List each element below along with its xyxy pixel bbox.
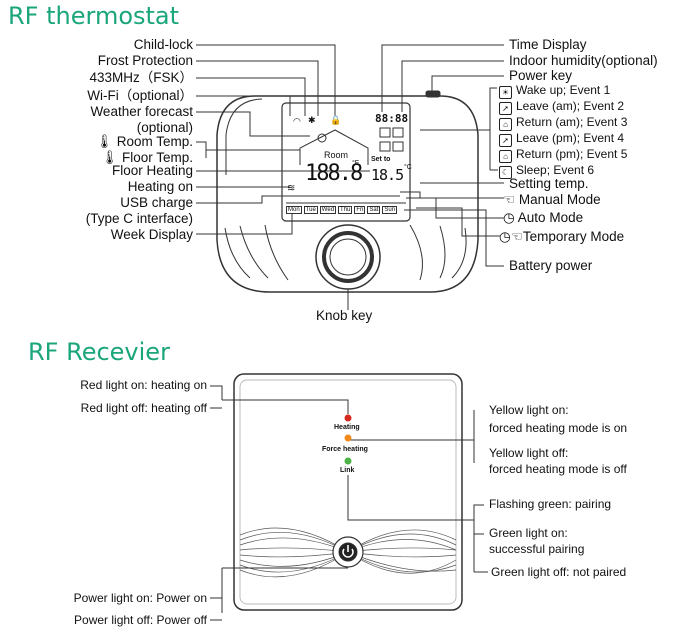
sleep-icon: ☾ <box>499 166 512 179</box>
label-heating-on: Heating on <box>127 179 193 194</box>
return-pm-icon: ⌂ <box>499 150 512 163</box>
label-event-3: ⌂Return (am); Event 3 <box>499 115 627 131</box>
led-red <box>344 414 352 422</box>
receiver-title: RF Recevier <box>28 338 170 366</box>
label-433mhz: 433MHz（FSK） <box>89 70 193 85</box>
lcd-frame <box>281 102 411 222</box>
leave-am-icon: ➚ <box>499 102 512 115</box>
day-wed: Wed <box>319 206 337 214</box>
led-orange <box>344 434 352 442</box>
label-event-1: ☀Wake up; Event 1 <box>499 83 610 99</box>
label-setting-temp: Setting temp. <box>509 176 589 191</box>
label-indoor-humidity: Indoor humidity(optional) <box>509 53 658 68</box>
return-am-icon: ⌂ <box>499 118 512 131</box>
week-display: Mon Tue Wed Thu Fri Sat Sun <box>286 206 398 214</box>
label-event-5: ⌂Return (pm); Event 5 <box>499 147 627 163</box>
lcd-time: 88:88 <box>375 112 409 125</box>
lcd-unit-c: °C <box>404 164 412 171</box>
label-power-off: Power light off: Power off <box>74 613 207 627</box>
label-weather-forecast: Weather forecast <box>90 104 193 119</box>
led-green <box>344 457 352 465</box>
lcd-room: Room <box>324 150 349 160</box>
lcd-set-to: Set to <box>371 156 391 163</box>
label-type-c: (Type C interface) <box>85 211 193 226</box>
wake-up-icon: ☀ <box>499 86 512 99</box>
label-floor-temp: 🌡 Floor Temp. <box>101 150 193 165</box>
label-red-off: Red light off: heating off <box>80 401 207 415</box>
label-time-display: Time Display <box>509 37 587 52</box>
lock-icon: 🔒 <box>330 115 342 125</box>
lcd-set-temp: 18.5 <box>371 166 404 184</box>
label-frost-protection: Frost Protection <box>97 53 193 68</box>
knob-inner <box>329 238 367 276</box>
led-label-link: Link <box>340 467 355 474</box>
lcd-unit-f: °F <box>352 160 360 167</box>
label-yellow-on-2: forced heating mode is on <box>489 421 628 435</box>
label-event-2: ➚Leave (am); Event 2 <box>499 99 624 115</box>
label-yellow-off-1: Yellow light off: <box>489 446 569 460</box>
label-weather-optional: (optional) <box>136 120 193 135</box>
day-thu: Thu <box>338 206 353 214</box>
day-mon: Mon <box>286 206 302 214</box>
led-label-force-heating: Force heating <box>322 446 368 453</box>
label-room-temp: 🌡 Room Temp. <box>95 134 193 149</box>
thermostat-title: RF thermostat <box>8 2 180 30</box>
label-wifi: Wi-Fi（optional） <box>87 88 193 103</box>
led-label-heating: Heating <box>334 424 360 431</box>
leave-pm-icon: ➚ <box>499 134 512 147</box>
hand-icon: ☜ <box>503 192 516 207</box>
heating-icon: ≋ <box>287 183 296 194</box>
receiver-body <box>233 373 463 611</box>
wifi-icon: ◠ <box>293 116 301 126</box>
label-yellow-on-1: Yellow light on: <box>489 403 569 417</box>
temporary-icon: ◷☜ <box>499 229 523 244</box>
antenna-icon: ✱ <box>308 115 316 125</box>
thermostat-body <box>216 95 479 293</box>
label-flash-green: Flashing green: pairing <box>489 497 612 511</box>
knob-ring <box>322 231 374 283</box>
floor-thermometer-icon: 🌡 <box>101 150 119 165</box>
day-sun: Sun <box>382 206 398 214</box>
thermometer-icon: 🌡 <box>95 134 113 149</box>
label-green-on-1: Green light on: <box>489 526 568 540</box>
label-power-on: Power light on: Power on <box>73 591 207 605</box>
day-tue: Tue <box>303 206 318 214</box>
label-temporary-mode: ◷☜Temporary Mode <box>499 229 625 244</box>
label-green-off: Green light off: not paired <box>491 565 627 579</box>
label-floor-heating: Floor Heating <box>111 163 193 178</box>
label-manual-mode: ☜ Manual Mode <box>503 192 601 207</box>
clock-icon: ◷ <box>503 210 515 225</box>
label-week-display: Week Display <box>110 227 193 242</box>
label-event-6: ☾Sleep; Event 6 <box>499 163 594 179</box>
day-sat: Sat <box>367 206 381 214</box>
label-child-lock: Child-lock <box>133 37 193 52</box>
label-green-on-2: successful pairing <box>489 542 585 556</box>
label-auto-mode: ◷ Auto Mode <box>503 210 584 225</box>
label-battery-power: Battery power <box>509 258 593 273</box>
label-yellow-off-2: forced heating mode is off <box>489 462 627 476</box>
label-knob-key: Knob key <box>316 308 373 323</box>
label-red-on: Red light on: heating on <box>80 378 207 392</box>
label-power-key: Power key <box>509 68 573 83</box>
day-fri: Fri <box>354 206 366 214</box>
label-event-4: ➚Leave (pm); Event 4 <box>499 131 624 147</box>
label-usb-charge: USB charge <box>120 195 193 210</box>
thermostat-inner-edge <box>225 98 263 175</box>
lcd-temp: 188.8 <box>305 161 363 186</box>
